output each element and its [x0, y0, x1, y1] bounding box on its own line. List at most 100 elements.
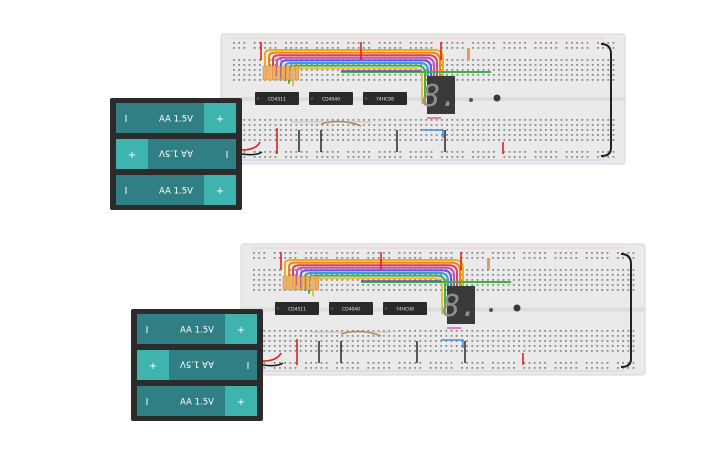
hole — [367, 335, 370, 337]
hole — [617, 274, 619, 276]
hole — [497, 362, 500, 364]
hole — [269, 47, 272, 49]
hole — [617, 345, 619, 347]
hole — [466, 340, 468, 342]
hole — [336, 279, 338, 281]
hole — [315, 330, 318, 332]
hole — [539, 284, 541, 286]
hole — [383, 367, 385, 369]
hole — [524, 151, 526, 153]
hole — [550, 64, 552, 66]
hole — [513, 345, 515, 347]
hole — [268, 289, 271, 291]
hole — [533, 367, 536, 369]
hole — [632, 335, 635, 337]
hole — [357, 74, 360, 76]
hole — [503, 129, 506, 131]
hole — [487, 124, 490, 126]
ic-notch — [330, 307, 334, 310]
hole — [493, 129, 495, 131]
hole — [451, 64, 454, 66]
hole — [289, 257, 292, 259]
hole — [274, 124, 277, 126]
hole — [279, 340, 281, 342]
hole — [554, 289, 557, 291]
hole — [300, 74, 303, 76]
hole — [601, 284, 604, 286]
hole — [279, 79, 282, 81]
hole — [363, 134, 365, 136]
hole — [347, 134, 350, 136]
hole — [545, 134, 547, 136]
hole — [508, 69, 511, 71]
battery-cell: +IAA 1.5V — [116, 139, 236, 169]
hole — [571, 79, 573, 81]
hole — [362, 330, 364, 332]
hole — [362, 289, 364, 291]
hole — [622, 252, 624, 254]
hole — [243, 42, 246, 44]
hole — [429, 279, 432, 281]
hole — [513, 367, 515, 369]
hole — [597, 139, 599, 141]
hole — [441, 59, 443, 61]
hole — [529, 124, 532, 126]
hole — [487, 151, 490, 153]
hole — [279, 269, 281, 271]
hole — [269, 124, 272, 126]
hole — [585, 335, 588, 337]
hole — [399, 119, 402, 121]
hole — [539, 42, 542, 44]
hole — [377, 367, 380, 369]
hole — [424, 289, 427, 291]
hole — [299, 330, 302, 332]
hole — [550, 129, 552, 131]
hole — [507, 367, 510, 369]
hole — [389, 151, 391, 153]
hole — [481, 362, 484, 364]
battery-cell-label: AA 1.5V — [180, 398, 214, 408]
hole — [326, 151, 329, 153]
hole — [435, 289, 437, 291]
hole — [300, 156, 303, 158]
hole — [513, 69, 516, 71]
ic-chip — [275, 302, 319, 315]
hole — [492, 279, 494, 281]
hole — [331, 330, 333, 332]
hole — [627, 257, 630, 259]
hole — [461, 335, 463, 337]
hole — [596, 367, 598, 369]
hole — [351, 340, 354, 342]
hole — [398, 284, 401, 286]
hole — [346, 362, 349, 364]
hole — [476, 340, 479, 342]
hole — [596, 269, 598, 271]
hole — [300, 139, 303, 141]
hole — [373, 134, 376, 136]
hole — [315, 367, 318, 369]
hole — [331, 69, 334, 71]
battery-cell-label: AA 1.5V — [180, 359, 214, 369]
hole — [425, 74, 428, 76]
hole — [472, 64, 474, 66]
hole — [565, 289, 567, 291]
hole — [612, 42, 615, 44]
hole — [571, 156, 573, 158]
hole — [404, 69, 407, 71]
hole — [253, 274, 255, 276]
hole — [611, 350, 614, 352]
hole — [570, 269, 572, 271]
hole — [519, 47, 521, 49]
hole — [477, 59, 480, 61]
hole — [446, 129, 448, 131]
hole — [467, 79, 469, 81]
hole — [243, 134, 246, 136]
hole — [554, 257, 557, 259]
hole — [570, 257, 572, 259]
hole — [545, 42, 547, 44]
hole — [507, 269, 510, 271]
hole — [477, 151, 480, 153]
hole — [570, 274, 572, 276]
hole — [472, 129, 474, 131]
